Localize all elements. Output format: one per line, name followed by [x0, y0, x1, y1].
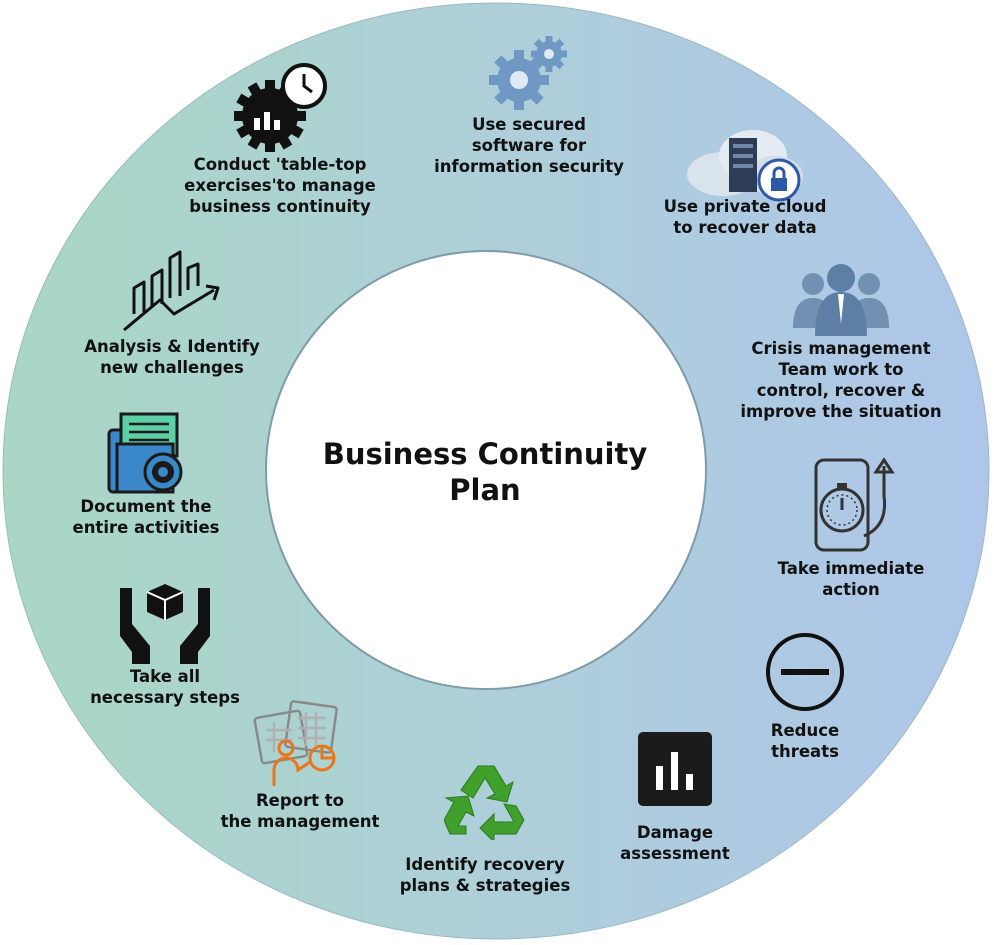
private-cloud-icon [687, 130, 803, 202]
report-presenter-icon [253, 700, 338, 786]
step-crisis-team: Crisis management Team work to control, … [725, 262, 957, 422]
step-necessary-steps: Take all necessary steps [72, 580, 258, 708]
step-recovery-plans: Identify recovery plans & strategies [382, 760, 588, 896]
recycle-icon [444, 765, 525, 840]
step-label: Use private cloud to recover data [663, 197, 827, 237]
step-label: Analysis & Identify new challenges [84, 337, 260, 377]
step-label: Take immediate action [777, 559, 925, 599]
step-label: Identify recovery plans & strategies [399, 855, 571, 895]
gear-clock-icon [234, 63, 327, 152]
bar-chart-icon [638, 732, 712, 806]
step-table-top: Conduct 'table-top exercises'to manage b… [160, 62, 400, 217]
step-document-activities: Document the entire activities [56, 410, 236, 538]
step-analysis: Analysis & Identify new challenges [62, 250, 282, 378]
step-label: Use secured software for information sec… [434, 115, 624, 176]
hands-box-icon [120, 584, 210, 664]
stopwatch-phone-icon [814, 457, 895, 552]
gears-icon [489, 36, 567, 110]
step-damage-assessment: Damage assessment [600, 730, 750, 864]
step-label: Conduct 'table-top exercises'to manage b… [184, 155, 376, 216]
step-label: Reduce threats [770, 721, 840, 761]
team-icon [793, 264, 889, 336]
step-label: Damage assessment [620, 823, 730, 863]
step-reduce-threats: Reduce threats [740, 630, 870, 762]
step-label: Crisis management Team work to control, … [740, 339, 942, 421]
step-secured-software: Use secured software for information sec… [418, 34, 640, 177]
center-title: Business Continuity Plan [322, 437, 648, 507]
document-folder-icon [107, 412, 183, 494]
step-label: Document the entire activities [72, 497, 220, 537]
growth-chart-icon [123, 250, 220, 332]
step-immediate-action: Take immediate action [748, 456, 954, 600]
step-label: Report to the management [220, 791, 380, 831]
minus-circle-icon [766, 633, 844, 711]
center-circle [265, 250, 707, 690]
step-private-cloud: Use private cloud to recover data [650, 126, 840, 238]
step-label: Take all necessary steps [90, 667, 240, 707]
step-report-management: Report to the management [200, 700, 400, 832]
